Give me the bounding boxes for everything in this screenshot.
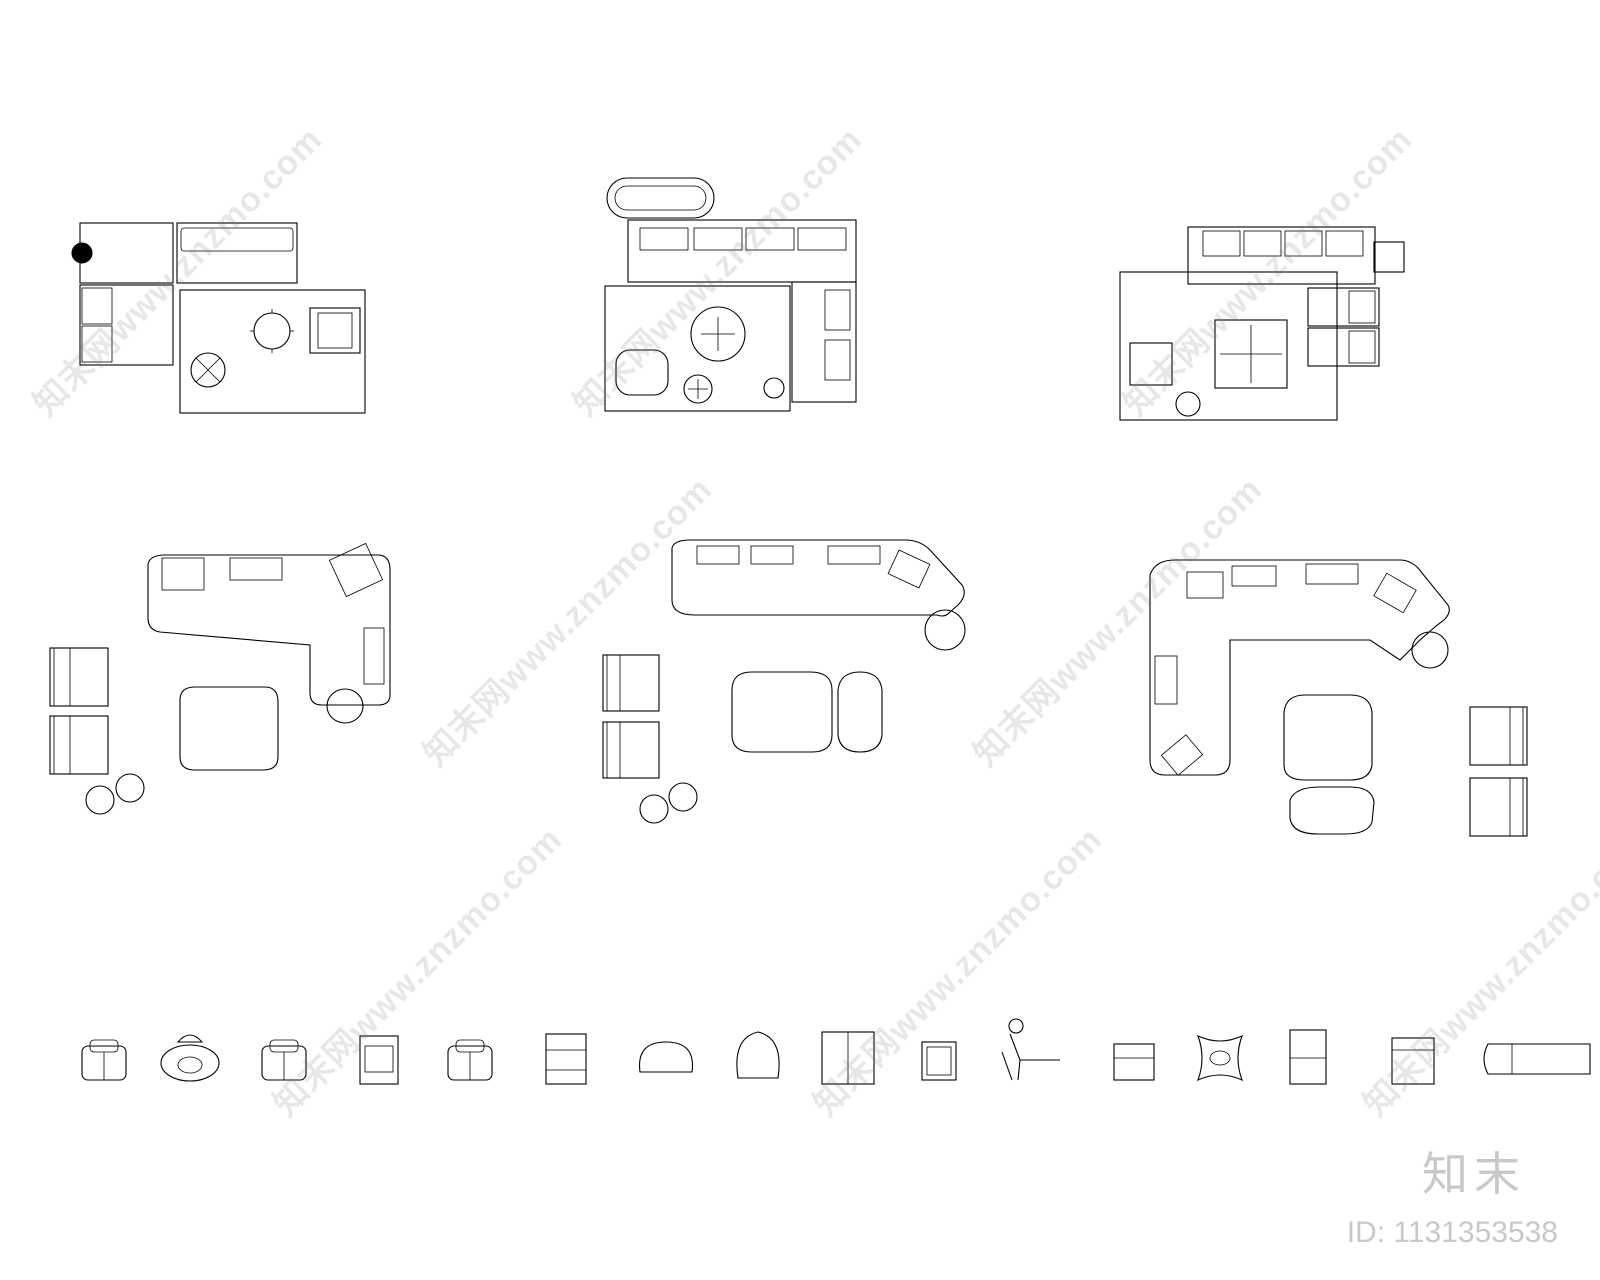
box-chair-icon <box>1391 1037 1435 1085</box>
sectional-a <box>49 542 391 815</box>
side-table-icon <box>1373 241 1405 273</box>
tub-chair-icon <box>638 1041 694 1073</box>
bench-chair-icon <box>1113 1043 1155 1081</box>
plan-c <box>1119 226 1405 421</box>
ottoman-icon <box>1283 694 1373 781</box>
lounge-chair-icon <box>160 1034 220 1082</box>
ottoman-icon <box>606 177 715 219</box>
seated-person-chair-icon <box>1001 1018 1060 1081</box>
ottoman-icon <box>179 686 279 771</box>
rug-icon <box>179 289 366 414</box>
chair-library <box>81 1018 1591 1085</box>
plan-a <box>71 222 366 414</box>
sectional-sofa-icon <box>671 539 965 617</box>
sectional-sofa-icon <box>1149 559 1450 776</box>
armchair-icon <box>81 1039 127 1081</box>
armchair-icon <box>309 307 361 354</box>
sectional-c <box>1149 559 1528 837</box>
rug-icon <box>1119 271 1338 421</box>
plan-b <box>604 177 857 412</box>
highback-chair-icon <box>1289 1029 1327 1085</box>
sectional-sofa-icon <box>147 554 391 706</box>
side-table-icon <box>71 242 93 264</box>
sofa-icon <box>1187 226 1376 285</box>
image-id-label: ID: 1131353538 <box>1346 1216 1558 1249</box>
sofa-icon <box>176 222 298 284</box>
daybed-icon <box>1483 1043 1591 1075</box>
sofa-icon <box>627 219 857 283</box>
armchair-icon <box>1129 342 1173 386</box>
lounge-chair-icon <box>615 349 669 396</box>
wingback-chair-icon <box>736 1031 780 1079</box>
armchair-icon <box>261 1039 307 1081</box>
stool-icon <box>921 1041 957 1081</box>
armchair-icon <box>447 1039 493 1081</box>
sectional-b <box>602 539 966 824</box>
brand-logo: 知末 <box>1422 1147 1526 1201</box>
square-armchair-icon <box>821 1031 875 1085</box>
ottoman-icon <box>731 671 833 753</box>
cushion-icon <box>1197 1034 1243 1082</box>
rug-icon <box>604 285 791 412</box>
coffee-table-icon <box>1214 319 1288 389</box>
side-chair-icon <box>359 1035 399 1085</box>
frame-chair-icon <box>545 1033 587 1085</box>
